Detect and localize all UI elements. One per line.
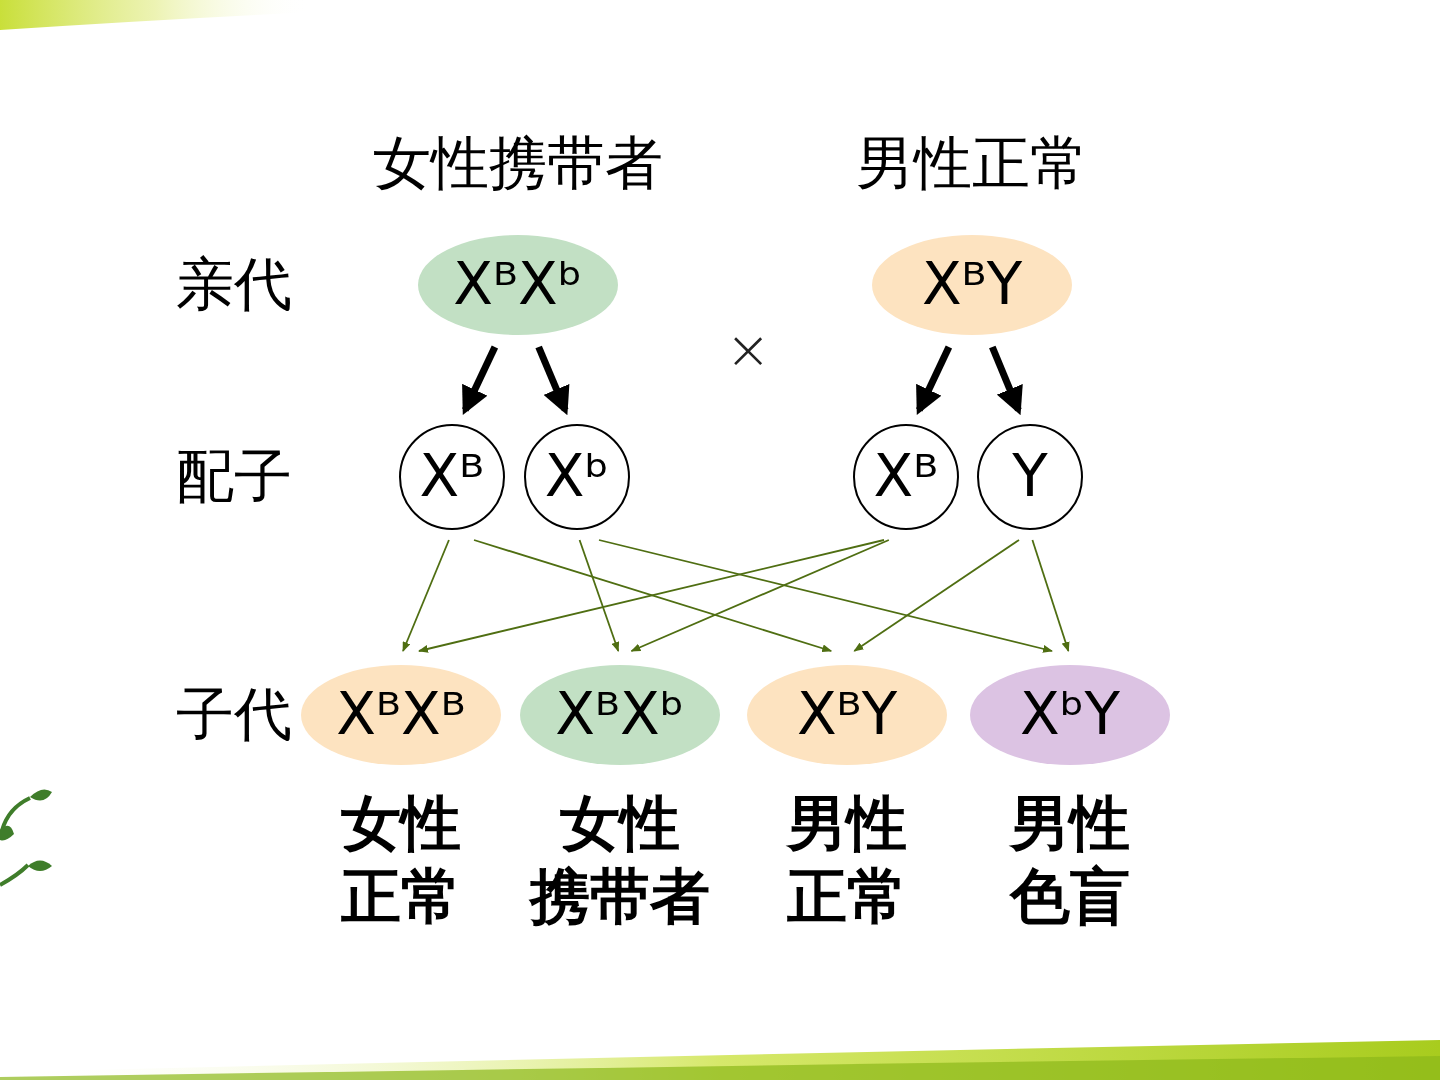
offspring-genotype: XᴮY 男性 正常 bbox=[747, 665, 947, 933]
parent-phenotype: 女性携带者 bbox=[373, 130, 663, 197]
fertilization-line bbox=[419, 540, 884, 651]
gamete-circle: Xᴮ bbox=[399, 424, 505, 530]
genotype-text: XᵇY bbox=[1020, 683, 1120, 747]
offspring-genotype: XᴮXᵇ 女性 携带者 bbox=[520, 665, 720, 933]
genotype-ellipse: XᴮY bbox=[747, 665, 947, 765]
row-label: 配子 bbox=[176, 445, 292, 509]
bottom-band-dark bbox=[0, 1056, 1440, 1080]
row-label: 亲代 bbox=[176, 253, 292, 317]
genotype-ellipse: XᵇY bbox=[970, 665, 1170, 765]
gamete-arrow bbox=[465, 347, 495, 410]
parent-male: 男性正常 XᴮY bbox=[856, 130, 1088, 335]
genotype-text: Xᵇ bbox=[545, 445, 610, 509]
leaf-sprig bbox=[0, 798, 30, 885]
gamete-outline: Xᵇ bbox=[524, 424, 630, 530]
parent-phenotype: 男性正常 bbox=[856, 130, 1088, 197]
fertilization-line bbox=[599, 540, 1052, 651]
gamete-arrow bbox=[992, 347, 1018, 410]
genotype-text: XᴮXᵇ bbox=[453, 253, 582, 317]
cross-sign: × bbox=[725, 320, 770, 379]
genotype-text: XᴮXᴮ bbox=[336, 683, 466, 747]
genotype-text: XᴮXᵇ bbox=[555, 683, 684, 747]
parent-female: 女性携带者 XᴮXᵇ bbox=[373, 130, 663, 335]
genotype-ellipse: XᴮY bbox=[872, 235, 1072, 335]
offspring-genotype: XᵇY 男性 色盲 bbox=[970, 665, 1170, 933]
fertilization-line bbox=[631, 540, 888, 651]
leaves bbox=[0, 789, 52, 871]
fertilization-line bbox=[854, 540, 1019, 651]
offspring-phenotype: 女性 携带者 bbox=[524, 787, 716, 933]
offspring-phenotype: 男性 色盲 bbox=[974, 787, 1166, 933]
genotype-ellipse: XᴮXᵇ bbox=[520, 665, 720, 765]
genotype-ellipse: XᴮXᴮ bbox=[301, 665, 501, 765]
genotype-text: Xᴮ bbox=[874, 445, 939, 509]
offspring-genotype: XᴮXᴮ 女性 正常 bbox=[301, 665, 501, 933]
row-label: 子代 bbox=[176, 683, 292, 747]
gamete-outline: Xᴮ bbox=[853, 424, 959, 530]
bottom-band bbox=[0, 1040, 1440, 1080]
gamete-arrow bbox=[919, 347, 949, 410]
gamete-circle: Xᴮ bbox=[853, 424, 959, 530]
gamete-outline: Y bbox=[977, 424, 1083, 530]
genotype-ellipse: XᴮXᵇ bbox=[418, 235, 618, 335]
fertilization-line bbox=[580, 540, 619, 651]
genotype-text: XᴮY bbox=[922, 253, 1022, 317]
offspring-phenotype: 男性 正常 bbox=[751, 787, 943, 933]
top-band bbox=[0, 0, 620, 30]
genotype-text: Xᴮ bbox=[420, 445, 485, 509]
gamete-circle: Y bbox=[977, 424, 1083, 530]
genotype-text: Y bbox=[1012, 445, 1047, 509]
gamete-outline: Xᴮ bbox=[399, 424, 505, 530]
fertilization-line bbox=[1032, 540, 1068, 651]
gamete-arrow bbox=[539, 347, 566, 410]
fertilization-line bbox=[403, 540, 449, 651]
genotype-text: XᴮY bbox=[797, 683, 897, 747]
offspring-phenotype: 女性 正常 bbox=[305, 787, 497, 933]
gamete-circle: Xᵇ bbox=[524, 424, 630, 530]
